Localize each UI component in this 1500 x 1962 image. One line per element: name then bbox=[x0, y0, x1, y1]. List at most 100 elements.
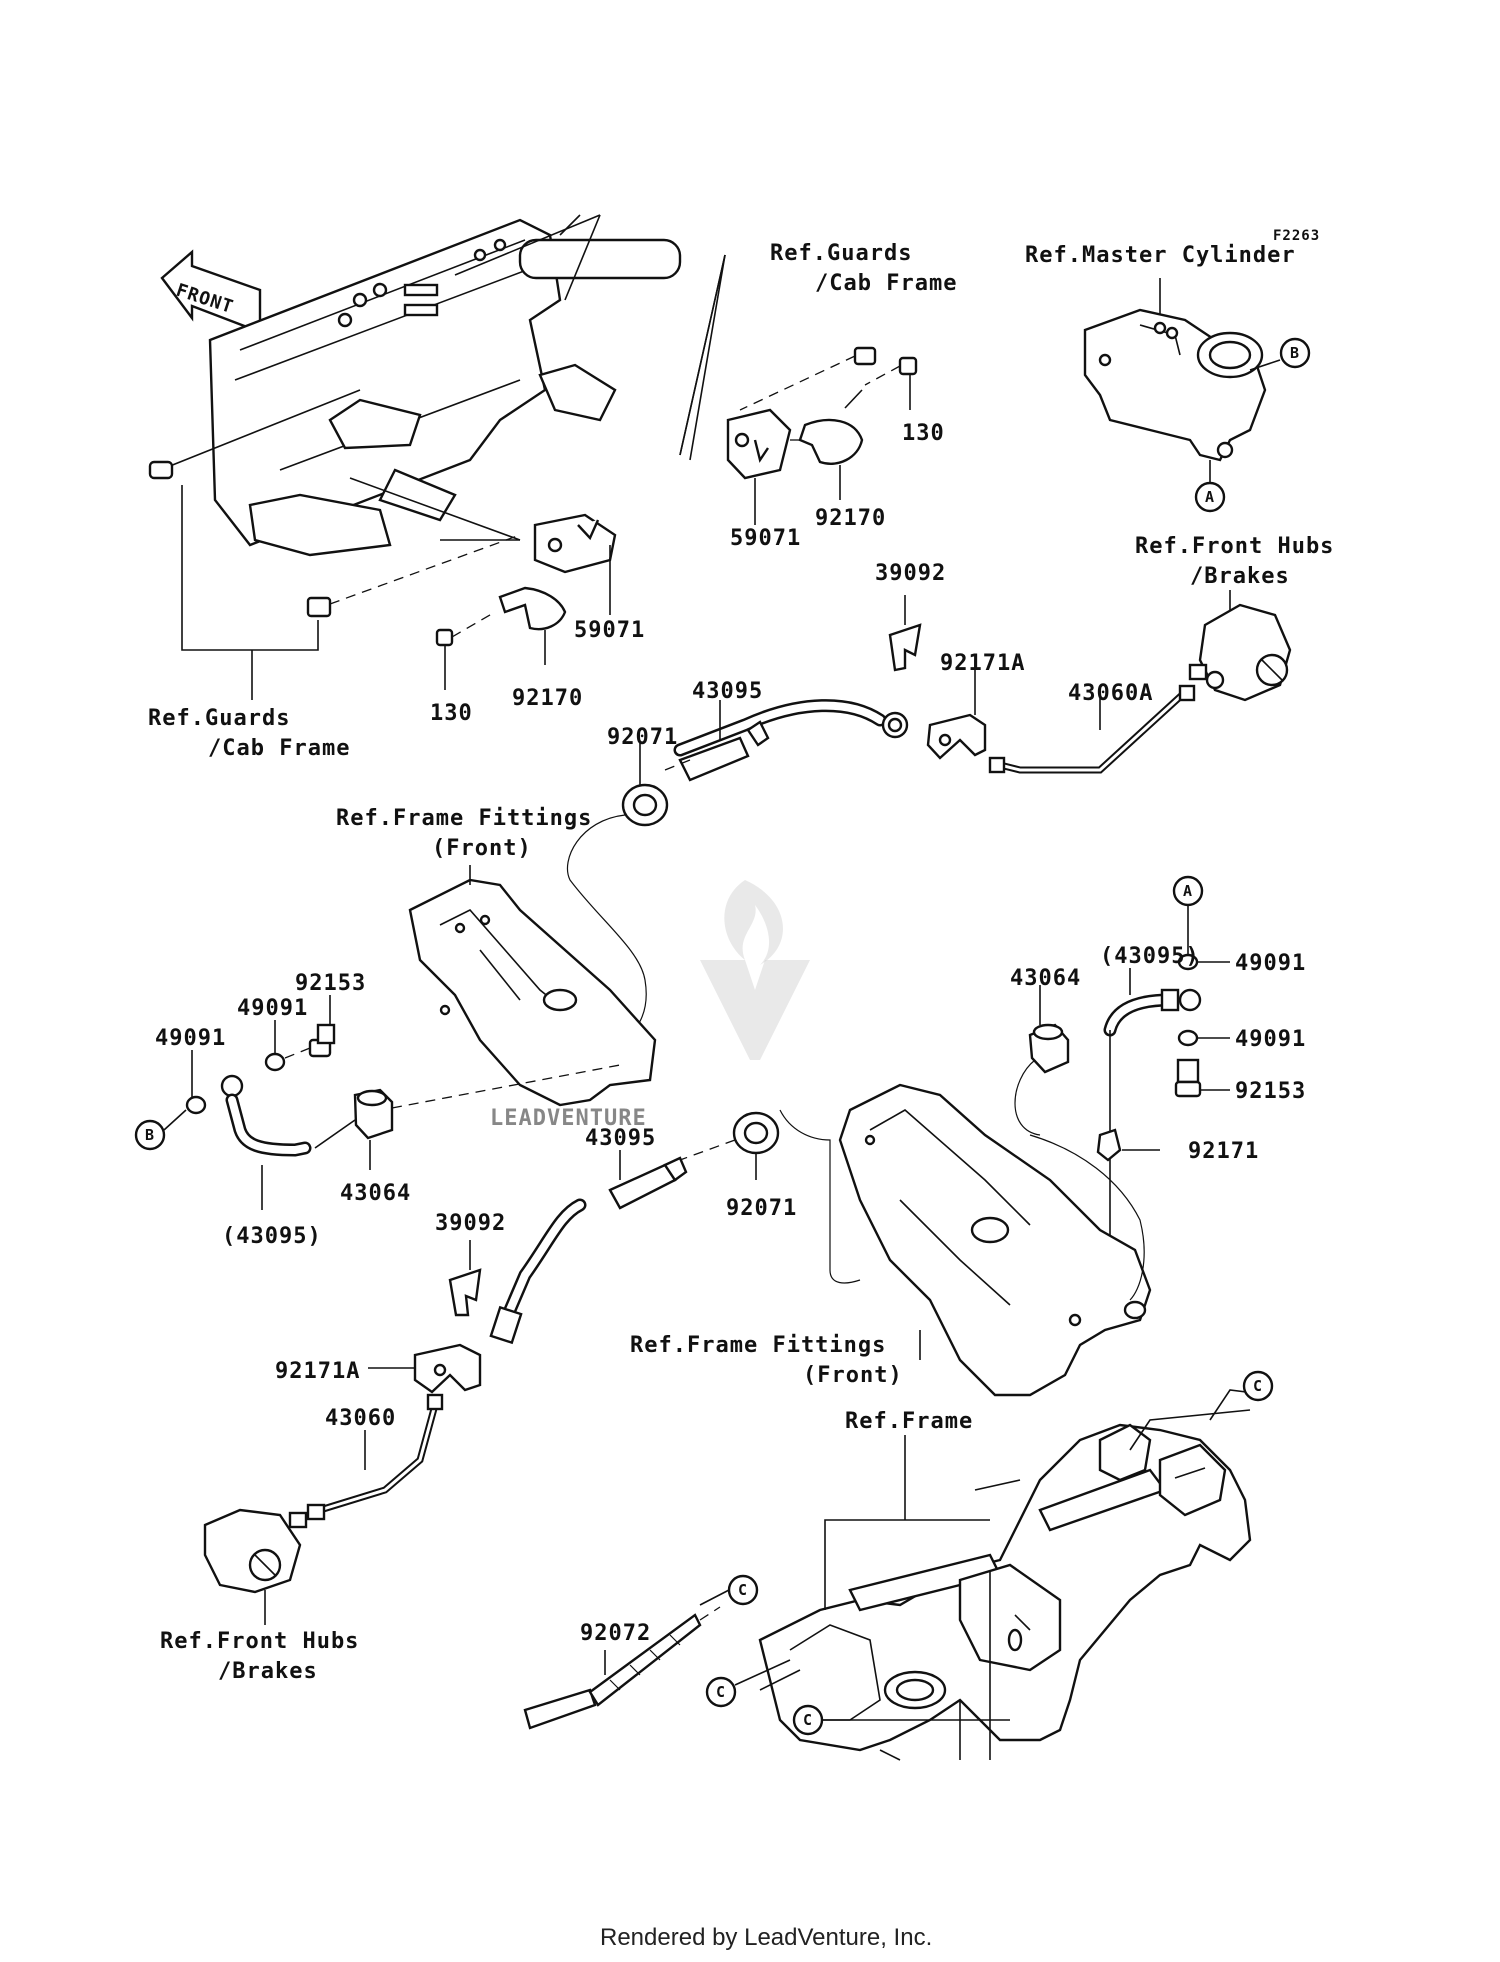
label-43095-paren-right: (43095) bbox=[1100, 944, 1200, 969]
connector-A-top: A bbox=[1194, 481, 1226, 513]
label-43095-b: 43095 bbox=[585, 1126, 656, 1151]
svg-text:C: C bbox=[738, 1581, 748, 1599]
label-92071-a: 92071 bbox=[607, 725, 678, 750]
label-130-a: 130 bbox=[902, 421, 945, 446]
footer-credit: Rendered by LeadVenture, Inc. bbox=[600, 1924, 932, 1951]
label-92071-b: 92071 bbox=[726, 1196, 797, 1221]
frame-fittings-front-bottom bbox=[779, 1083, 1152, 1397]
brake-pipe-43060 bbox=[306, 1393, 444, 1521]
frame-lower bbox=[758, 1389, 1271, 1761]
brake-hose-43095-a bbox=[664, 699, 909, 782]
cab-frame bbox=[148, 214, 726, 557]
cable-tie-92072 bbox=[523, 1606, 721, 1730]
bolt-left-guard bbox=[306, 534, 521, 618]
label-49091-right-2: 49091 bbox=[1235, 1027, 1306, 1052]
label-92170-b: 92170 bbox=[512, 686, 583, 711]
label-43060: 43060 bbox=[325, 1406, 396, 1431]
label-ref-front-hubs-top-1: Ref.Front Hubs bbox=[1135, 534, 1334, 559]
label-ref-front-hubs-bottom-1: Ref.Front Hubs bbox=[160, 1629, 359, 1654]
label-92171: 92171 bbox=[1188, 1139, 1259, 1164]
brake-hose-43095-b bbox=[489, 1150, 688, 1345]
label-59071-b: 59071 bbox=[574, 618, 645, 643]
label-92072: 92072 bbox=[580, 1621, 651, 1646]
label-ref-frame-fittings-bottom-1: Ref.Frame Fittings bbox=[630, 1333, 886, 1358]
label-92153-left: 92153 bbox=[295, 971, 366, 996]
bracket-92171A-a bbox=[926, 660, 987, 760]
label-ref-guards-top-2: /Cab Frame bbox=[815, 271, 957, 296]
label-ref-guards-left-1: Ref.Guards bbox=[148, 706, 290, 731]
ref-guards-left-leader bbox=[181, 485, 319, 651]
bolt-130-a bbox=[864, 356, 918, 410]
leadventure-watermark: LEADVENTURE bbox=[490, 880, 810, 1131]
diagram-code: F2263 bbox=[1273, 228, 1320, 244]
label-43095-a: 43095 bbox=[692, 679, 763, 704]
label-49091-right-1: 49091 bbox=[1235, 951, 1306, 976]
grommet-92071-b bbox=[679, 1111, 780, 1180]
label-ref-frame-fittings-top-2: (Front) bbox=[432, 836, 532, 861]
label-ref-front-hubs-top-2: /Brakes bbox=[1190, 564, 1290, 589]
label-92171A-a: 92171A bbox=[940, 651, 1025, 676]
svg-text:C: C bbox=[1253, 1377, 1263, 1395]
label-ref-frame-fittings-top-1: Ref.Frame Fittings bbox=[336, 806, 592, 831]
svg-text:C: C bbox=[803, 1711, 813, 1729]
label-92153-right: 92153 bbox=[1235, 1079, 1306, 1104]
bracket-59071-a bbox=[726, 408, 792, 525]
master-cylinder bbox=[1083, 278, 1281, 485]
bolt-130-b bbox=[435, 611, 496, 690]
brake-hose-43095-paren-left bbox=[220, 1074, 312, 1210]
label-92170-a: 92170 bbox=[815, 506, 886, 531]
label-43095-paren-left: (43095) bbox=[222, 1224, 322, 1249]
connector-C-3: C bbox=[705, 1659, 791, 1708]
bolt-92153-right bbox=[1174, 1058, 1230, 1098]
label-43064-right: 43064 bbox=[1010, 966, 1081, 991]
grommet-43064-right bbox=[1014, 985, 1070, 1136]
label-39092-a: 39092 bbox=[875, 561, 946, 586]
bracket-59071-b bbox=[533, 513, 617, 615]
label-43060A: 43060A bbox=[1068, 681, 1153, 706]
label-130-b: 130 bbox=[430, 701, 473, 726]
frame-fittings-front-top bbox=[408, 865, 657, 1107]
label-92171A-b: 92171A bbox=[275, 1359, 360, 1384]
front-arrow-icon: FRONT bbox=[160, 249, 262, 334]
connector-C-4: C bbox=[792, 1704, 1010, 1736]
label-43064-left: 43064 bbox=[340, 1181, 411, 1206]
bracket-92171A-b bbox=[368, 1343, 482, 1394]
svg-text:B: B bbox=[1290, 344, 1300, 362]
clip-92171 bbox=[1096, 1128, 1160, 1162]
clamp-92170-b bbox=[498, 586, 567, 665]
brake-caliper-right bbox=[1188, 590, 1292, 702]
label-49091-left-2: 49091 bbox=[237, 996, 308, 1021]
connector-C-1: C bbox=[1242, 1370, 1274, 1402]
connector-B-left: B bbox=[134, 1119, 166, 1151]
connector-C-2: C bbox=[699, 1574, 759, 1606]
label-ref-front-hubs-bottom-2: /Brakes bbox=[218, 1659, 318, 1684]
brake-pipe-43060A bbox=[988, 684, 1196, 774]
washer-49091-right-1 bbox=[1177, 953, 1230, 971]
label-ref-guards-left-2: /Cab Frame bbox=[208, 736, 350, 761]
grommet-92071-a bbox=[566, 742, 669, 1051]
clip-39092-b bbox=[448, 1240, 482, 1317]
bolt-92153-left bbox=[284, 995, 336, 1059]
washer-49091-left-2 bbox=[264, 1020, 286, 1072]
label-39092-b: 39092 bbox=[435, 1211, 506, 1236]
clamp-92170-a bbox=[790, 389, 864, 500]
grommet-43064-left bbox=[314, 1064, 621, 1170]
brake-hose-43095-paren-right bbox=[1103, 968, 1202, 1250]
washer-49091-left-1 bbox=[163, 1050, 207, 1131]
label-ref-frame-fittings-bottom-2: (Front) bbox=[803, 1363, 903, 1388]
svg-text:A: A bbox=[1205, 488, 1215, 506]
clip-39092-a bbox=[888, 595, 922, 672]
svg-text:B: B bbox=[145, 1126, 155, 1144]
connector-B-top: B bbox=[1279, 337, 1311, 369]
svg-text:C: C bbox=[716, 1683, 726, 1701]
label-ref-master-cylinder: Ref.Master Cylinder bbox=[1025, 243, 1296, 268]
label-59071-a: 59071 bbox=[730, 526, 801, 551]
bolt-ref-guards-top bbox=[739, 346, 877, 411]
brake-caliper-left bbox=[203, 1508, 308, 1625]
label-ref-frame: Ref.Frame bbox=[845, 1409, 973, 1434]
svg-text:A: A bbox=[1183, 882, 1193, 900]
label-ref-guards-top-1: Ref.Guards bbox=[770, 241, 912, 266]
washer-49091-right-2 bbox=[1177, 1029, 1230, 1047]
label-49091-left-1: 49091 bbox=[155, 1026, 226, 1051]
